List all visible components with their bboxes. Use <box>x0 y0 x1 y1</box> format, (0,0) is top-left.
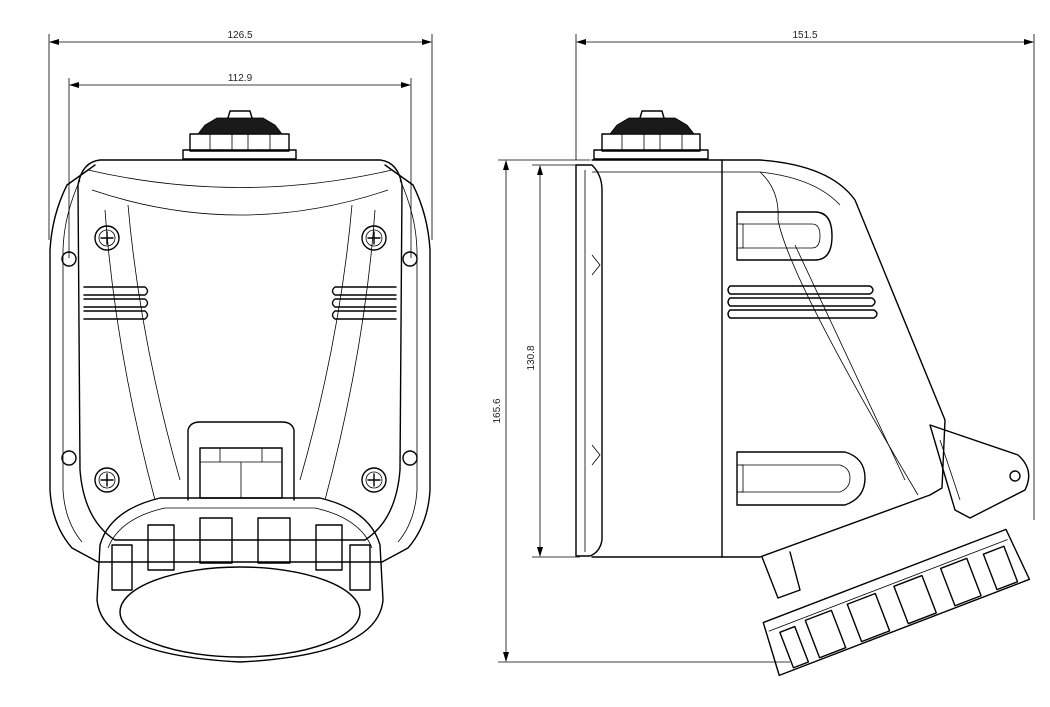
front-mounting-flange <box>49 164 431 563</box>
front-grip-ridges-left <box>83 286 149 320</box>
front-view: 126.5 112.9 <box>48 30 433 663</box>
mounting-hole-bottom-right <box>402 450 418 466</box>
front-inner-width-label: 112.9 <box>228 73 253 84</box>
side-socket-ring <box>762 528 1031 677</box>
front-cable-gland <box>182 110 297 160</box>
side-body-height-dimension: 130.8 <box>526 164 580 558</box>
front-inner-width-dimension: 112.9 <box>68 73 412 258</box>
front-main-body <box>77 159 403 541</box>
mounting-hole-top-right <box>402 251 418 267</box>
side-wall-plate <box>575 164 603 557</box>
front-socket-ring <box>96 497 384 663</box>
side-slot-upper <box>736 211 833 261</box>
mounting-hole-top-left <box>61 251 77 267</box>
side-depth-dimension: 151.5 <box>575 30 1035 520</box>
screw-bottom-right <box>361 467 387 493</box>
side-depth-label: 151.5 <box>792 30 817 41</box>
side-grip-ridges <box>727 285 878 319</box>
side-cable-gland <box>593 110 709 160</box>
mounting-hole-bottom-left <box>61 450 77 466</box>
screw-bottom-left <box>94 467 120 493</box>
side-total-height-dimension: 165.6 <box>492 159 790 663</box>
front-outer-width-label: 126.5 <box>227 30 252 41</box>
side-lid-latch <box>929 424 1030 519</box>
screw-top-left <box>94 225 120 251</box>
side-body-height-label: 130.8 <box>526 345 537 370</box>
side-total-height-label: 165.6 <box>492 398 503 423</box>
screw-top-right <box>361 225 387 251</box>
side-slot-lower <box>736 451 866 506</box>
front-lid-hinge <box>187 421 295 501</box>
side-main-body <box>591 159 946 558</box>
side-socket-neck <box>761 551 801 599</box>
front-grip-ridges-right <box>331 286 397 320</box>
front-outer-width-dimension: 126.5 <box>48 30 433 240</box>
side-view: 151.5 165.6 130.8 <box>492 30 1035 677</box>
